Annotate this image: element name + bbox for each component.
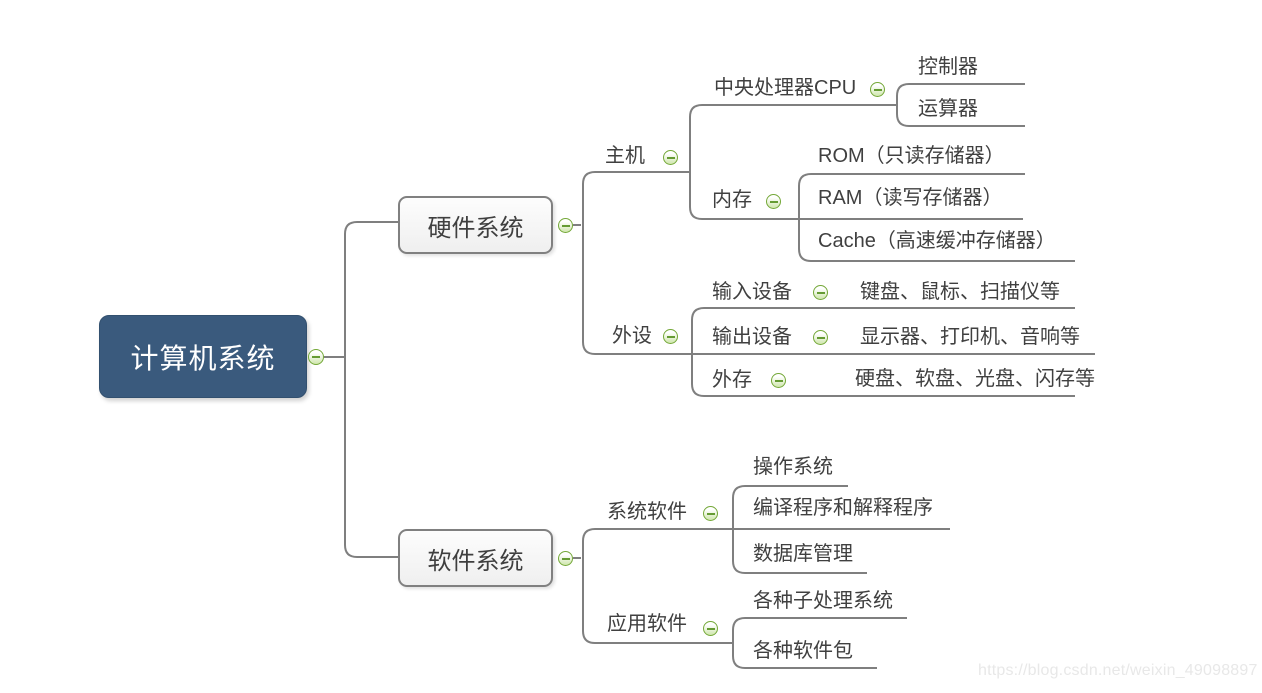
connector-neicun-kids-bracket [798, 173, 812, 262]
node-cache[interactable]: Cache（高速缓冲存储器） [818, 230, 1056, 252]
node-computer-system[interactable]: 计算机系统 [99, 315, 307, 398]
node-rom[interactable]: ROM（只读存储器） [818, 145, 1005, 167]
node-sub-processing-systems[interactable]: 各种子处理系统 [753, 590, 893, 612]
node-operating-system[interactable]: 操作系统 [753, 456, 833, 478]
connector-cpu-kids-bracket [896, 83, 910, 127]
collapse-icon-system-software[interactable] [703, 506, 718, 521]
minus-glyph [706, 627, 715, 630]
collapse-icon-hardware-system[interactable] [558, 218, 573, 233]
node-memory[interactable]: 内存 [712, 189, 752, 211]
node-ram[interactable]: RAM（读写存储器） [818, 187, 1003, 209]
minus-glyph [666, 335, 675, 338]
collapse-icon-cpu[interactable] [870, 82, 885, 97]
collapse-icon-software-system[interactable] [558, 551, 573, 566]
node-external-storage-examples[interactable]: 硬盘、软盘、光盘、闪存等 [855, 368, 1095, 390]
connector-xitong-kids-bracket [732, 485, 746, 574]
watermark: https://blog.csdn.net/weixin_49098897 [978, 662, 1258, 679]
node-database-management[interactable]: 数据库管理 [753, 543, 853, 565]
connector-zhuji-kids-bracket [689, 104, 703, 220]
node-software-system[interactable]: 软件系统 [398, 529, 553, 587]
node-software-system-label: 软件系统 [427, 547, 524, 575]
collapse-icon-peripherals[interactable] [663, 329, 678, 344]
node-computer-system-label: 计算机系统 [130, 342, 276, 374]
node-output-devices[interactable]: 输出设备 [712, 326, 792, 348]
node-alu[interactable]: 运算器 [918, 98, 978, 120]
node-external-storage[interactable]: 外存 [712, 369, 752, 391]
node-host[interactable]: 主机 [605, 145, 645, 167]
connector-waishe-kids-bracket [691, 307, 705, 397]
collapse-icon-input-devices[interactable] [813, 285, 828, 300]
collapse-icon-external-storage[interactable] [771, 373, 786, 388]
minus-glyph [769, 200, 778, 203]
minus-glyph [816, 291, 825, 294]
node-input-devices-examples[interactable]: 键盘、鼠标、扫描仪等 [860, 281, 1060, 303]
connector-root-bracket [344, 221, 398, 558]
collapse-icon-computer-system[interactable] [308, 349, 324, 365]
collapse-icon-application-software[interactable] [703, 621, 718, 636]
minus-glyph [666, 156, 675, 159]
node-hardware-system-label: 硬件系统 [427, 214, 524, 242]
connector-yingyong-kids-bracket [732, 617, 746, 669]
node-peripherals[interactable]: 外设 [612, 325, 652, 347]
minus-glyph [873, 88, 882, 91]
collapse-icon-memory[interactable] [766, 194, 781, 209]
node-system-software[interactable]: 系统软件 [607, 501, 687, 523]
node-compilers-interpreters[interactable]: 编译程序和解释程序 [753, 497, 933, 519]
minus-glyph [561, 557, 570, 560]
node-controller[interactable]: 控制器 [918, 56, 978, 78]
node-cpu[interactable]: 中央处理器CPU [714, 77, 857, 99]
node-input-devices[interactable]: 输入设备 [712, 281, 792, 303]
node-output-devices-examples[interactable]: 显示器、打印机、音响等 [860, 326, 1080, 348]
minus-glyph [312, 356, 320, 358]
node-hardware-system[interactable]: 硬件系统 [398, 196, 553, 254]
minus-glyph [816, 336, 825, 339]
collapse-icon-host[interactable] [663, 150, 678, 165]
node-application-software[interactable]: 应用软件 [607, 613, 687, 635]
minus-glyph [706, 512, 715, 515]
minus-glyph [774, 379, 783, 382]
minus-glyph [561, 224, 570, 227]
collapse-icon-output-devices[interactable] [813, 330, 828, 345]
node-software-packages[interactable]: 各种软件包 [753, 640, 853, 662]
